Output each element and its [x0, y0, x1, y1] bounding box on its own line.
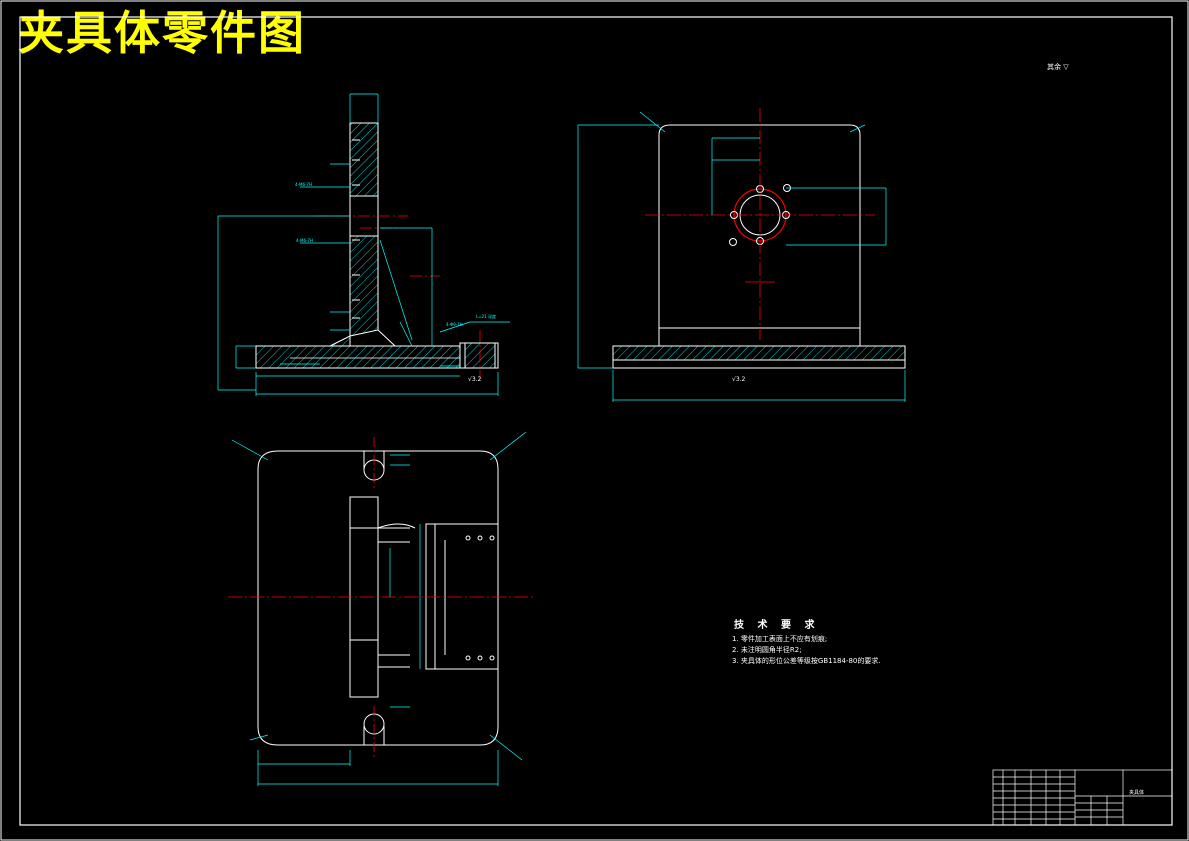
inner-border: [19, 16, 1173, 826]
front-section-view: 4-M6-7H 4-M6-7H 4-Φ9-7H L=21 深度 √3.2: [217, 93, 510, 396]
title-block-part-name: 夹具体: [1129, 789, 1144, 796]
top-view: [228, 431, 534, 786]
tech-req-heading: 技 术 要 求: [734, 620, 820, 631]
tech-req-item: 3. 夹具体的形位公差等级按GB1184-80的要求.: [732, 657, 881, 665]
side-view: √3.2: [577, 108, 906, 402]
tech-req-item: 1. 零件加工表面上不应有划痕;: [732, 635, 828, 643]
svg-text:L=21 深度: L=21 深度: [476, 313, 496, 319]
roughness-note-text: 其余: [1047, 63, 1061, 71]
svg-text:4-Φ9-7H: 4-Φ9-7H: [446, 322, 463, 327]
svg-text:√3.2: √3.2: [468, 376, 482, 383]
tech-req-item: 2. 未注明圆角半径R2;: [732, 646, 802, 654]
roughness-note: 其余 ▽: [1047, 63, 1069, 71]
drawing-title: 夹具体零件图: [18, 6, 306, 60]
svg-text:4-M6-7H: 4-M6-7H: [295, 182, 312, 187]
svg-text:4-M6-7H: 4-M6-7H: [296, 238, 313, 243]
technical-requirements: 技 术 要 求 1. 零件加工表面上不应有划痕; 2. 未注明圆角半径R2; 3…: [732, 620, 881, 667]
title-block: [992, 769, 1173, 826]
svg-text:√3.2: √3.2: [732, 376, 746, 383]
